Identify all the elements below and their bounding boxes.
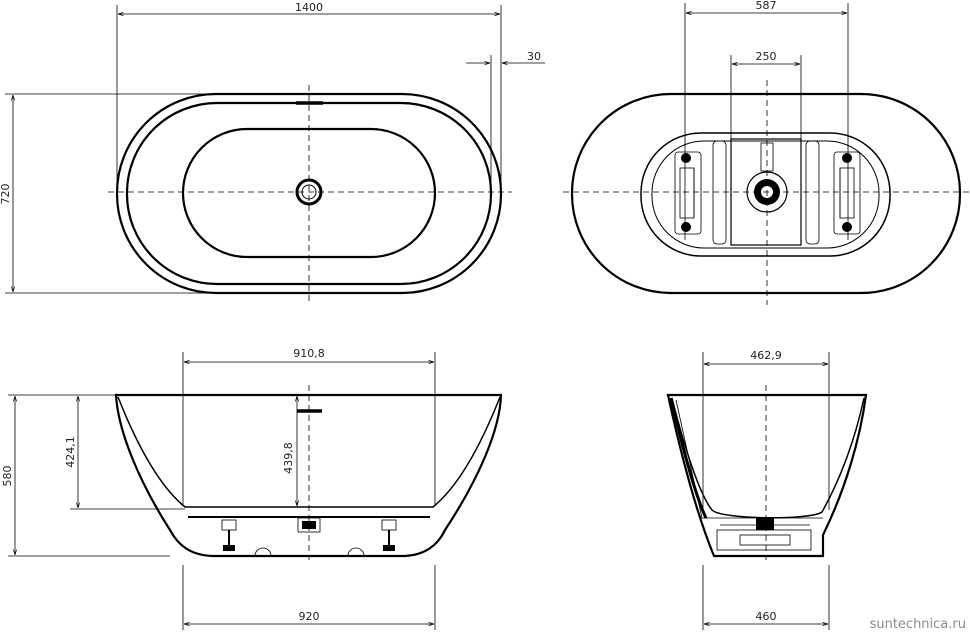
bottom-outer-shell: [570, 92, 962, 295]
side-outer-shell: [666, 393, 868, 558]
top-outer-rim: [115, 92, 503, 295]
side-inner-wall: [671, 397, 865, 519]
dim-side-bottom-width: 460: [756, 610, 777, 623]
dim-front-bottom-width: 920: [299, 610, 320, 623]
right-foot-icon: [833, 151, 861, 235]
dim-top-width: 720: [0, 184, 12, 205]
base-frame: [730, 138, 802, 246]
dim-side-top-width: 462,9: [750, 349, 782, 362]
top-view: 1400 30 720: [0, 1, 545, 305]
front-view: 910,8 920 580 424,1 439,8: [1, 347, 503, 630]
dim-front-height-inner: 424,1: [64, 436, 77, 468]
bottom-base-outline: [640, 132, 891, 257]
dim-front-depth-overflow: 439,8: [282, 442, 295, 474]
dim-bottom-inner: 250: [756, 50, 777, 63]
watermark: suntechnica.ru: [870, 617, 966, 632]
side-base-icon: [716, 518, 812, 551]
dim-front-height-total: 580: [1, 466, 14, 487]
left-foot-icon: [674, 151, 702, 235]
side-view: 462,9 460: [666, 349, 868, 630]
bottom-view: 587 250: [563, 0, 970, 305]
front-outer-shell: [114, 393, 503, 558]
dim-front-inner-width: 910,8: [293, 347, 325, 360]
dim-top-length: 1400: [295, 1, 323, 14]
dim-bottom-outer: 587: [756, 0, 777, 12]
dim-rim-offset: 30: [527, 50, 541, 63]
